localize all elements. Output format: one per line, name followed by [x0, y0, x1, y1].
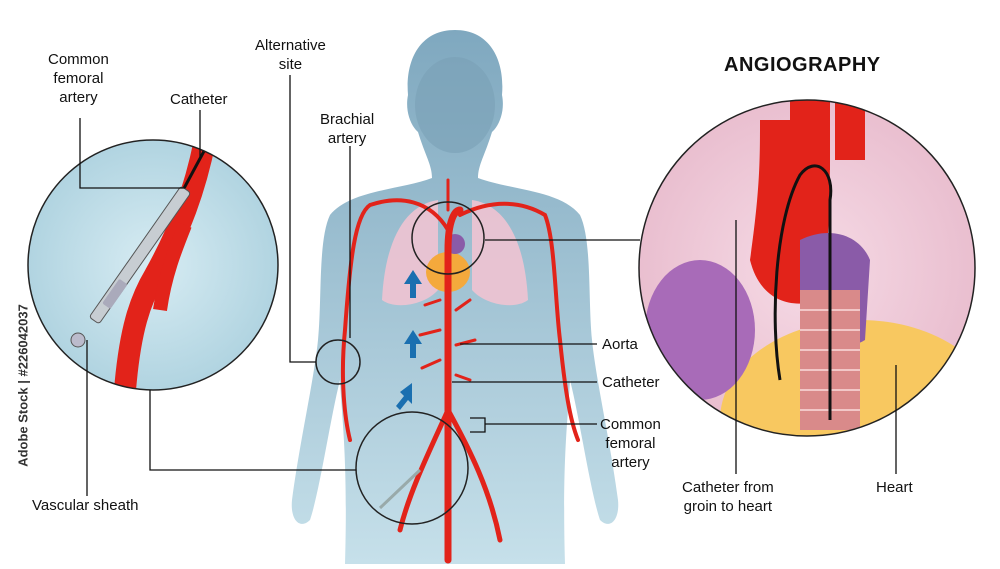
chest-callout-circle — [411, 201, 485, 275]
arrow-up-icon — [404, 330, 422, 358]
human-body — [291, 30, 619, 564]
label-common-femoral-artery-right: Common femoral artery — [600, 416, 661, 471]
label-catheter-from-groin: Catheter from groin to heart — [682, 479, 774, 515]
label-heart: Heart — [876, 479, 913, 496]
label-alternative-site: Alternative site — [255, 37, 326, 73]
groin-callout-circle — [355, 411, 469, 525]
label-brachial-artery: Brachial artery — [320, 111, 375, 147]
sheath-small — [378, 468, 422, 510]
label-catheter-mid: Catheter — [602, 374, 660, 391]
diagram-title: ANGIOGRAPHY — [724, 54, 881, 76]
label-common-femoral-artery-left: Common femoral artery — [48, 51, 109, 106]
arrow-up-icon — [404, 270, 422, 298]
right-magnification — [638, 99, 976, 437]
arrow-up-right-icon — [396, 383, 412, 410]
body-silhouette — [291, 30, 619, 564]
leader-lines — [79, 75, 897, 496]
left-lung — [382, 200, 438, 306]
right-lung — [472, 200, 528, 306]
left-magnification — [27, 139, 279, 391]
arteries — [340, 178, 580, 564]
flow-arrows — [396, 270, 422, 410]
label-catheter-left: Catheter — [170, 91, 228, 108]
label-aorta: Aorta — [602, 336, 638, 353]
stock-id-watermark: Adobe Stock | #226042037 — [15, 304, 31, 467]
face — [415, 57, 495, 153]
label-vascular-sheath: Vascular sheath — [32, 497, 139, 514]
